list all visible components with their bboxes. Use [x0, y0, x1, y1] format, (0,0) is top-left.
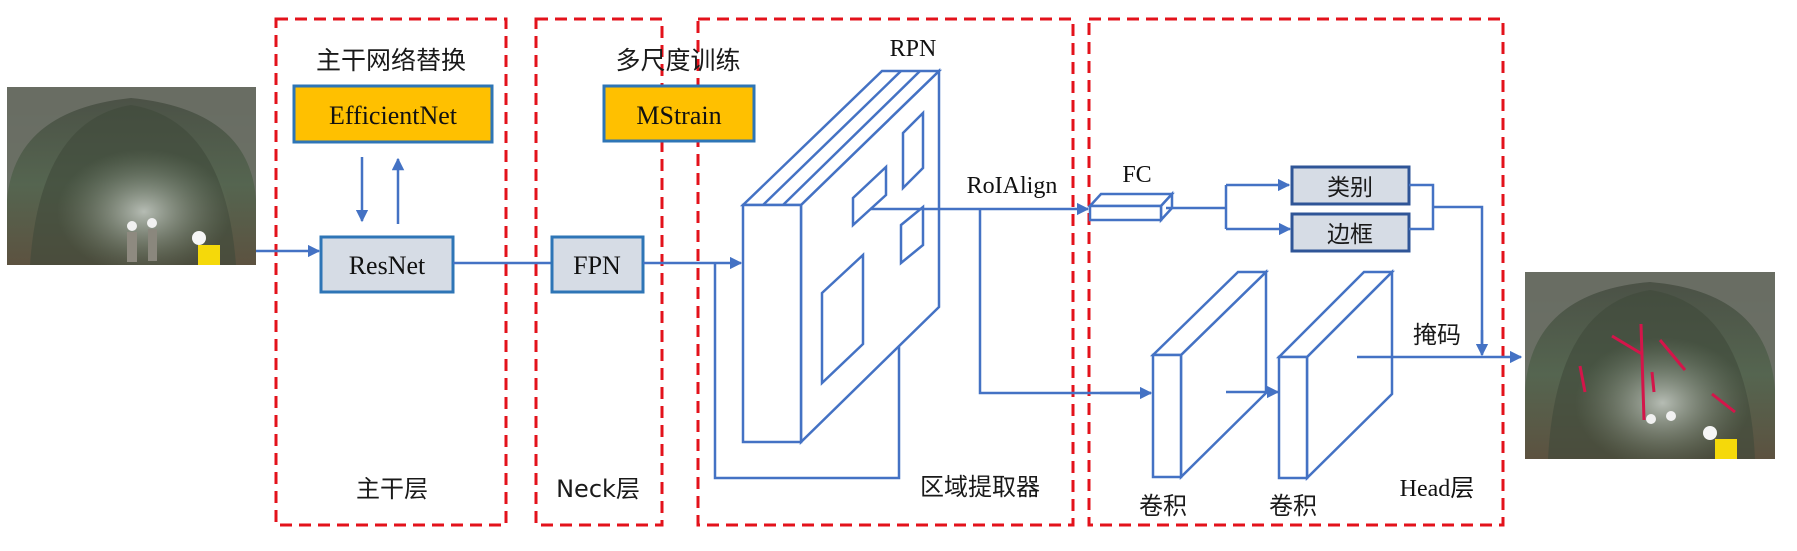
class-label: 类别 — [1327, 175, 1373, 201]
merge-class-bbox — [1409, 183, 1435, 231]
fpn-label: FPN — [573, 251, 621, 280]
anchor-box-3 — [899, 204, 925, 266]
mstrain-box[interactable] — [602, 84, 756, 143]
region-footer: 区域提取器 — [920, 473, 1040, 501]
roialign-label: RoIAlign — [967, 173, 1058, 199]
input-photo — [7, 87, 256, 265]
head-footer: Head层 — [1400, 476, 1475, 502]
conv2-label: 卷积 — [1269, 492, 1317, 520]
rpn-header: RPN — [890, 36, 937, 62]
efficientnet-box[interactable] — [292, 84, 494, 144]
backbone-footer: 主干层 — [356, 475, 428, 503]
resnet-box[interactable] — [319, 235, 455, 294]
crack-mask-overlay — [1578, 323, 1736, 421]
anchor-box-4 — [820, 252, 865, 386]
neck-footer: Neck层 — [556, 475, 640, 503]
fpn-box[interactable] — [550, 235, 645, 294]
resnet-label: ResNet — [349, 251, 426, 280]
workers-figure-output — [1646, 411, 1737, 459]
mstrain-label: MStrain — [636, 101, 721, 130]
fc-label: FC — [1122, 162, 1151, 188]
conv-block-1 — [1149, 269, 1270, 480]
workers-figure — [127, 218, 220, 265]
output-photo — [1525, 272, 1775, 459]
fc-layer[interactable] — [1087, 190, 1175, 224]
conv1-label: 卷积 — [1139, 492, 1187, 520]
bbox-label: 边框 — [1327, 222, 1373, 248]
neck-section — [534, 17, 664, 527]
line-to-output — [1433, 205, 1484, 354]
conv-block-2 — [1275, 268, 1396, 481]
region-extractor-section — [696, 17, 1075, 527]
bbox-box[interactable] — [1290, 212, 1411, 253]
head-section — [1087, 17, 1505, 527]
anchor-box-2 — [851, 164, 888, 228]
backbone-section — [274, 17, 508, 527]
roialign-to-mask-branch — [978, 209, 1151, 395]
neck-header: 多尺度训练 — [615, 46, 740, 75]
class-box[interactable] — [1290, 165, 1411, 206]
anchor-box-1 — [901, 109, 925, 192]
mask-label: 掩码 — [1413, 321, 1461, 349]
efficientnet-label: EfficientNet — [329, 101, 458, 130]
backbone-header: 主干网络替换 — [316, 46, 466, 75]
rpn-feature-block — [739, 68, 943, 445]
